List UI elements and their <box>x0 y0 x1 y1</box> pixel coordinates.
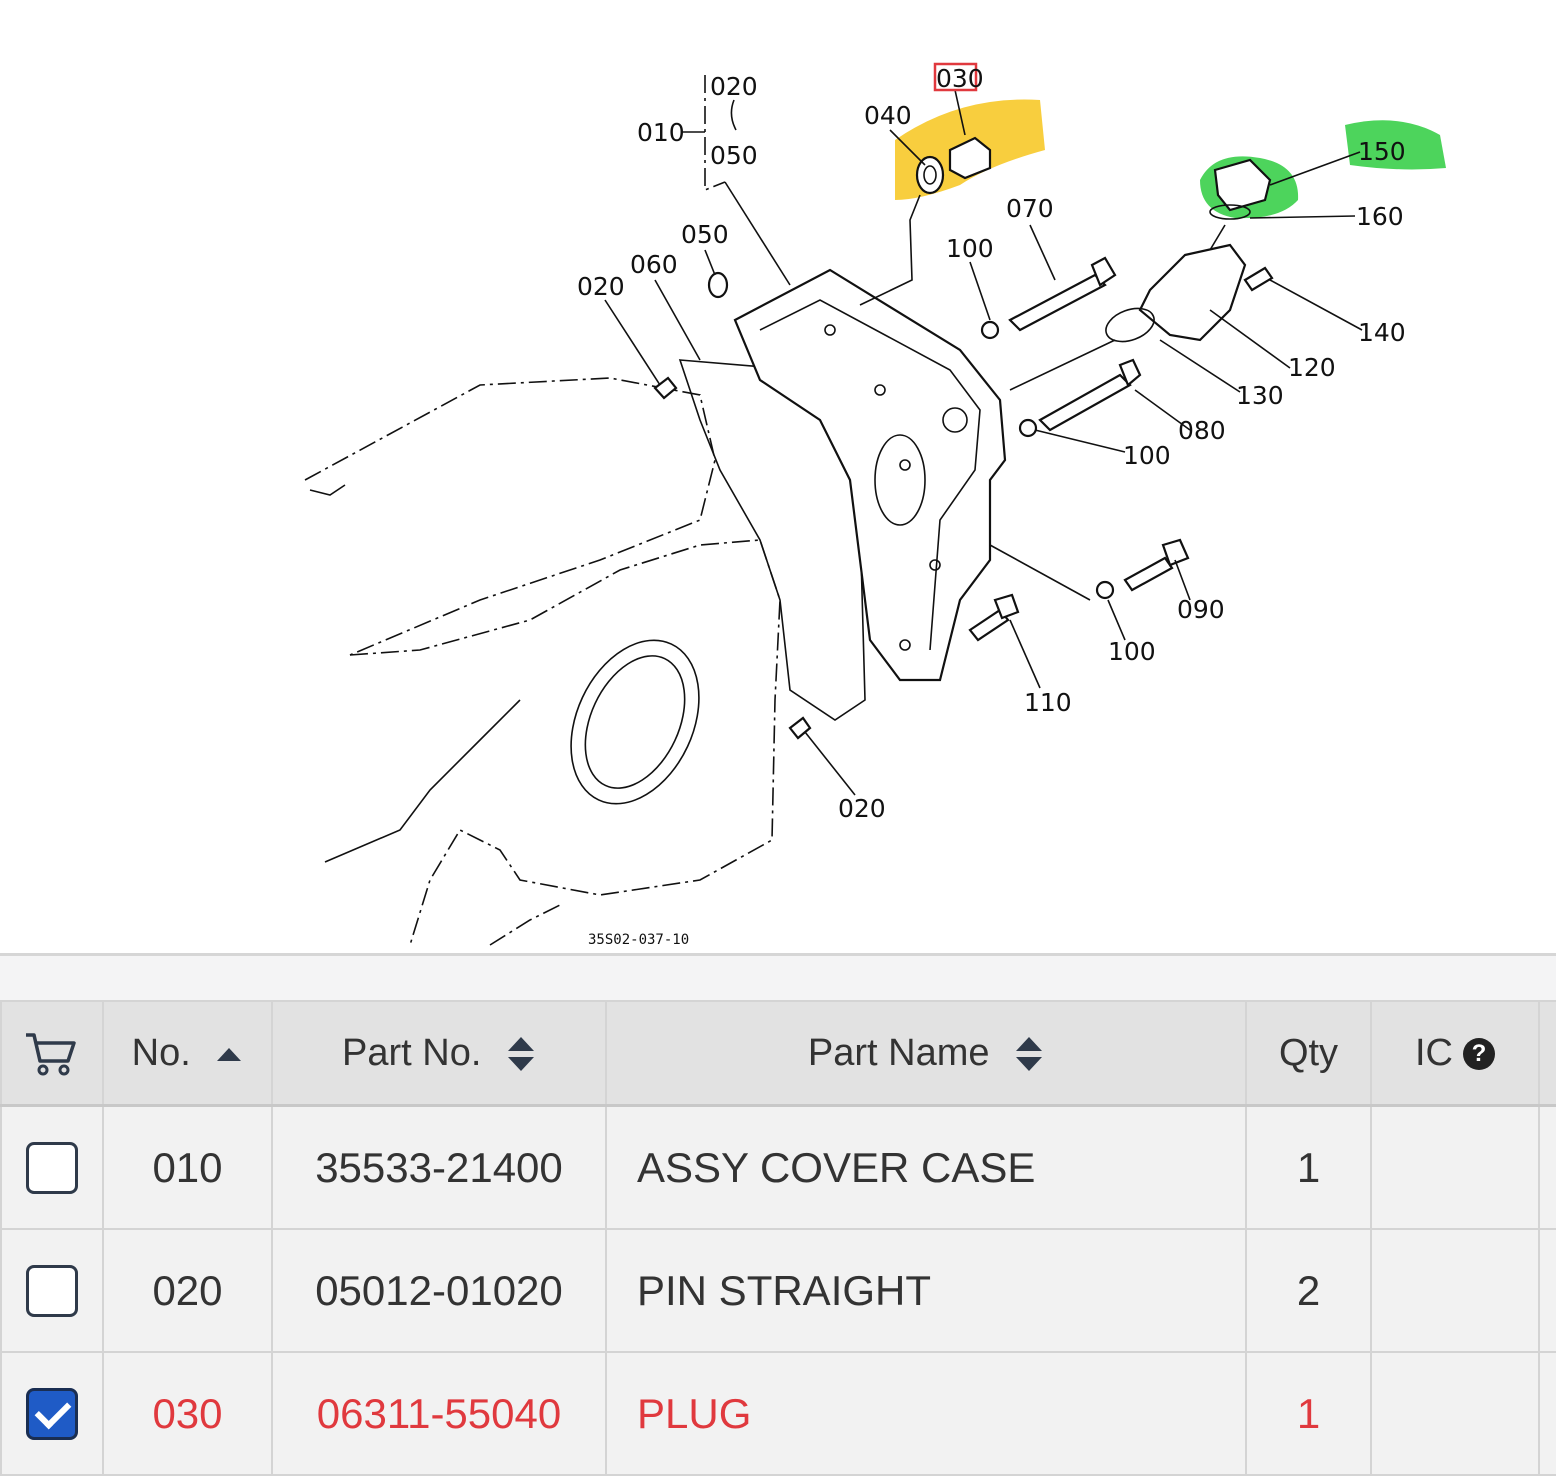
toolbar-band <box>0 953 1556 1000</box>
row-ic <box>1370 1104 1540 1230</box>
selected-callout-box <box>933 62 978 92</box>
row-filler <box>1538 1104 1556 1230</box>
header-filler <box>1538 1000 1556 1107</box>
header-part-name[interactable]: Part Name <box>605 1000 1247 1107</box>
row-filler <box>1538 1228 1556 1353</box>
callout-070[interactable]: 070 <box>1006 194 1054 223</box>
table-header-row: No. Part No. Part Name Qty IC? <box>0 1000 1556 1107</box>
row-select-cell[interactable] <box>0 1228 104 1353</box>
green-highlight-label <box>1345 120 1446 170</box>
sort-icon <box>507 1037 534 1072</box>
bolts <box>653 256 1274 740</box>
row-qty: 2 <box>1245 1228 1372 1353</box>
callout-120[interactable]: 120 <box>1288 353 1336 382</box>
callout-100-a[interactable]: 100 <box>946 234 994 263</box>
exploded-view-drawing: 020 010 050 030 040 150 160 070 100 050 … <box>304 62 1446 948</box>
help-icon[interactable]: ? <box>1463 1038 1495 1071</box>
callout-020-bottom[interactable]: 020 <box>838 794 886 823</box>
callout-050[interactable]: 050 <box>681 220 729 249</box>
engine-block-outline <box>304 377 781 946</box>
callout-020-left[interactable]: 020 <box>577 272 625 301</box>
callout-140[interactable]: 140 <box>1358 318 1406 347</box>
row-ic <box>1370 1351 1540 1476</box>
row-qty: 1 <box>1245 1104 1372 1230</box>
callout-080[interactable]: 080 <box>1178 416 1226 445</box>
row-select-cell[interactable] <box>0 1351 104 1476</box>
header-ic-label: IC <box>1415 1031 1453 1074</box>
table-row-selected[interactable]: 030 06311-55040 PLUG 1 <box>0 1351 1556 1476</box>
leader-lines <box>604 75 1363 796</box>
plug-part <box>915 136 992 195</box>
row-no: 010 <box>102 1104 273 1230</box>
callout-160[interactable]: 160 <box>1356 202 1404 231</box>
sort-ascending-icon <box>217 1048 242 1062</box>
callout-100-b[interactable]: 100 <box>1123 441 1171 470</box>
row-select-cell[interactable] <box>0 1104 104 1230</box>
cart-icon <box>26 1033 76 1076</box>
callout-090[interactable]: 090 <box>1177 595 1225 624</box>
callout-150[interactable]: 150 <box>1358 137 1406 166</box>
callout-130[interactable]: 130 <box>1236 381 1284 410</box>
callout-110[interactable]: 110 <box>1024 688 1072 717</box>
drawing-code: 35S02-037-10 <box>588 932 689 948</box>
header-part-no[interactable]: Part No. <box>271 1000 607 1107</box>
header-ic: IC? <box>1370 1000 1540 1107</box>
callout-040[interactable]: 040 <box>864 101 912 130</box>
row-no: 020 <box>102 1228 273 1353</box>
header-no-label: No. <box>131 1031 191 1074</box>
row-part-no: 05012-01020 <box>271 1228 607 1353</box>
callout-020-top[interactable]: 020 <box>710 72 758 101</box>
callout-030[interactable]: 030 <box>936 64 984 93</box>
row-ic <box>1370 1228 1540 1353</box>
row-checkbox[interactable] <box>26 1264 78 1317</box>
header-part-no-label: Part No. <box>342 1031 482 1074</box>
row-checkbox-checked[interactable] <box>26 1387 78 1440</box>
sort-icon <box>1016 1037 1043 1072</box>
oil-filler-part <box>1105 158 1272 343</box>
row-part-no: 35533-21400 <box>271 1104 607 1230</box>
row-checkbox[interactable] <box>26 1141 78 1194</box>
row-no: 030 <box>102 1351 273 1476</box>
parts-table: No. Part No. Part Name Qty IC? 010 35533… <box>0 1000 1556 1476</box>
callout-050-top[interactable]: 050 <box>710 141 758 170</box>
row-qty: 1 <box>1245 1351 1372 1476</box>
callout-010[interactable]: 010 <box>637 118 685 147</box>
callout-100-c[interactable]: 100 <box>1108 637 1156 666</box>
row-filler <box>1538 1351 1556 1476</box>
header-no[interactable]: No. <box>102 1000 273 1107</box>
header-qty: Qty <box>1245 1000 1372 1107</box>
header-cart <box>0 1000 104 1107</box>
header-part-name-label: Part Name <box>807 1031 990 1074</box>
cover-case <box>733 268 1007 682</box>
row-part-name: PLUG <box>605 1351 1247 1476</box>
row-part-no: 06311-55040 <box>271 1351 607 1476</box>
parts-diagram[interactable]: 020 010 050 030 040 150 160 070 100 050 … <box>0 0 1556 955</box>
callout-060[interactable]: 060 <box>630 250 678 279</box>
table-row[interactable]: 020 05012-01020 PIN STRAIGHT 2 <box>0 1228 1556 1353</box>
row-part-name: ASSY COVER CASE <box>605 1104 1247 1230</box>
table-row[interactable]: 010 35533-21400 ASSY COVER CASE 1 <box>0 1104 1556 1230</box>
row-part-name: PIN STRAIGHT <box>605 1228 1247 1353</box>
